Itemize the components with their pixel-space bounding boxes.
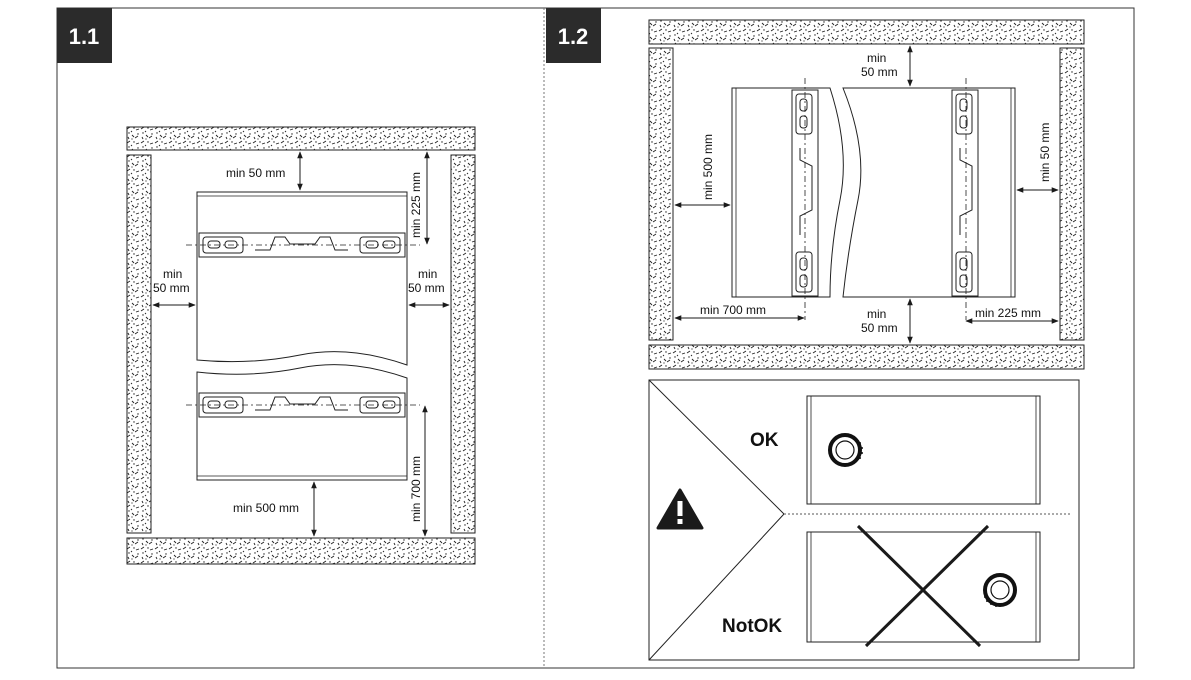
- ceiling-wall: [126, 126, 476, 151]
- dim-left-min: min: [163, 267, 182, 281]
- warning-panel: OK NotOK: [648, 379, 1080, 661]
- ok-label: OK: [750, 430, 779, 451]
- dim-bottom-mm: 50 mm: [861, 321, 898, 335]
- heater-left-part: [731, 87, 844, 298]
- heater-right-part: [842, 87, 1016, 298]
- badge-1-2-label: 1.2: [558, 24, 589, 49]
- heater-bottom-part: [196, 364, 408, 481]
- ok-thermostat-knob-icon: [828, 433, 863, 467]
- top-mounting-bracket: [186, 232, 420, 258]
- dim-left-mm: 50 mm: [153, 281, 190, 295]
- dim-bottom-min: min: [867, 307, 886, 321]
- dim-bottom-bracket: min 700 mm: [409, 456, 423, 522]
- badge-1-1: [57, 8, 112, 63]
- dim-right-min: min: [418, 267, 437, 281]
- dim-bottom-left: min 700 mm: [700, 303, 766, 317]
- notok-label: NotOK: [722, 616, 782, 637]
- badge-1-2: [546, 8, 601, 63]
- bottom-wall: [648, 344, 1085, 370]
- top-wall: [648, 19, 1085, 45]
- left-wall: [126, 154, 152, 534]
- dim-right-mm: 50 mm: [408, 281, 445, 295]
- panel-1-1: 1.1: [57, 8, 476, 565]
- dimension-lines-1-2: [674, 45, 1059, 344]
- dimension-lines-1-1: [152, 151, 450, 537]
- left-side-wall: [648, 47, 674, 341]
- left-mounting-bracket: [791, 78, 819, 320]
- cross-out-icon: [856, 524, 990, 648]
- right-wall: [450, 154, 476, 534]
- dim-bottom-gap: min 500 mm: [233, 501, 299, 515]
- dim-left-gap: min 500 mm: [701, 134, 715, 200]
- dim-top-mm: 50 mm: [861, 65, 898, 79]
- notok-thermostat-knob-icon: [983, 573, 1017, 607]
- floor-wall: [126, 537, 476, 565]
- right-side-wall: [1059, 47, 1085, 341]
- dim-bottom-right: min 225 mm: [975, 306, 1041, 320]
- dim-top-min: min: [867, 51, 886, 65]
- warning-triangle-icon: [656, 488, 704, 530]
- ok-heater: [806, 395, 1041, 505]
- panel-1-2: 1.2: [546, 8, 1085, 370]
- dim-right-gap: min 50 mm: [1038, 123, 1052, 182]
- dim-top-bracket: min 225 mm: [409, 172, 423, 238]
- badge-1-1-label: 1.1: [69, 24, 100, 49]
- notok-heater: [806, 524, 1041, 648]
- dim-top-gap: min 50 mm: [226, 166, 285, 180]
- bottom-mounting-bracket: [186, 392, 420, 418]
- right-mounting-bracket: [951, 78, 979, 320]
- heater-top-part: [196, 191, 408, 366]
